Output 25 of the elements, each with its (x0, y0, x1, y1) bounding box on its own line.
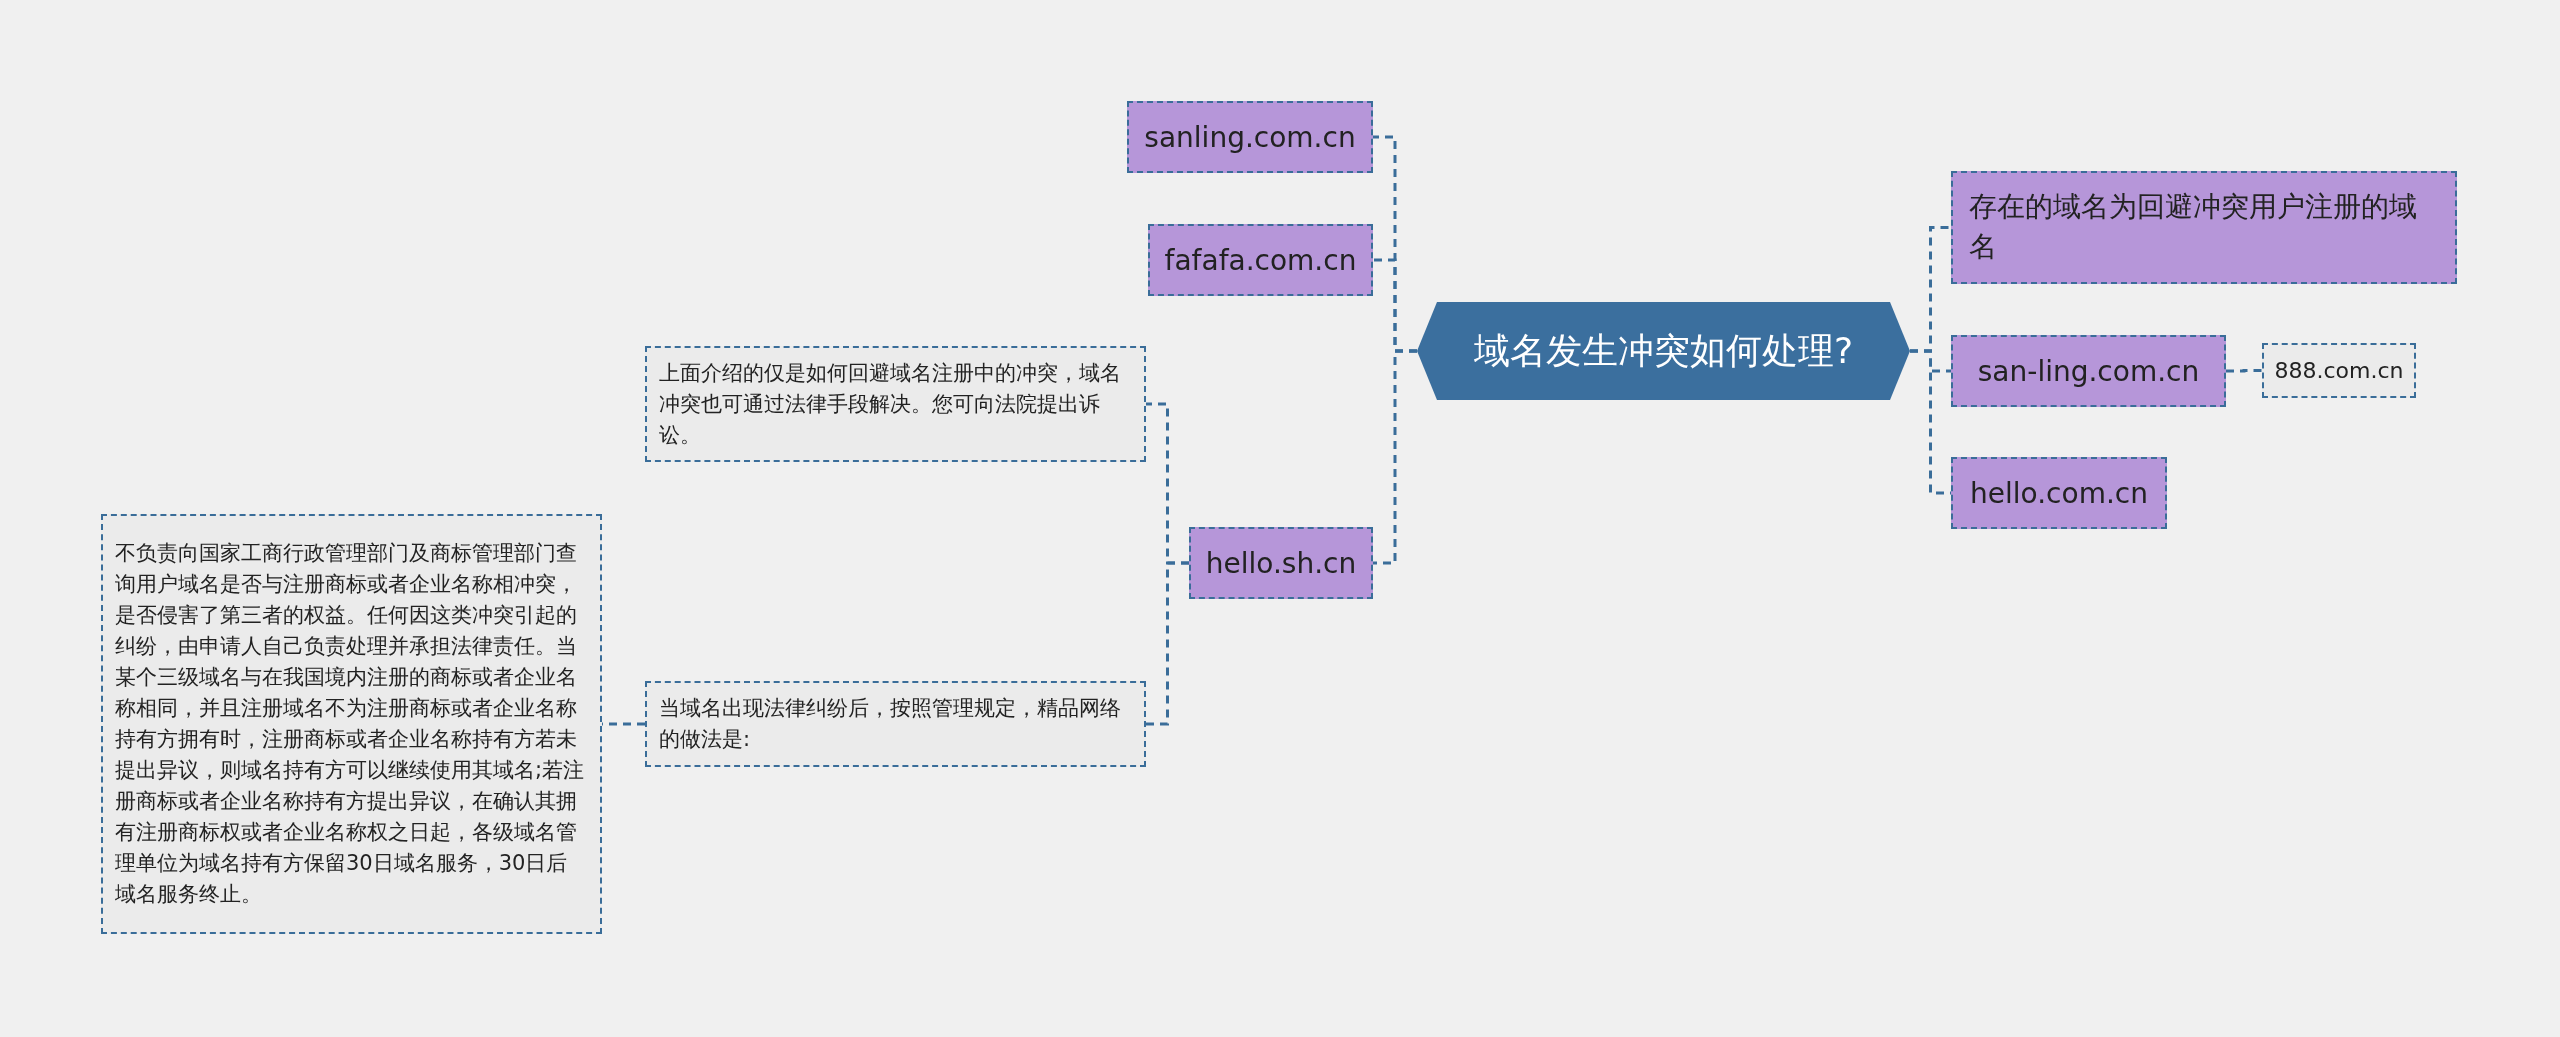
topic-box (1148, 224, 1373, 296)
topic-text: hello.sh.cn (1205, 546, 1357, 580)
connector-line (1373, 349, 1417, 565)
topic-text: fafafa.com.cn (1164, 243, 1357, 277)
topic-text: sanling.com.cn (1144, 120, 1356, 154)
topic-text: 上面介绍的仅是如何回避域名注册中的冲突，域名冲突也可通过法律手段解决。您可向法院提出诉讼。 (659, 359, 1122, 449)
connector-line (2226, 369, 2262, 373)
topic-hexagon (1417, 302, 1910, 400)
topic-text: 不负责向国家工商行政管理部门及商标管理部门查询用户域名是否与注册商标或者企业名称相冲突，是否侵害了第三者的权益。任何因这类冲突引起的纠纷，由申请人自己负责处理并承担法律责任。当某个三级域名与在我国境内注册的商标或者企业名称相同，并且注册域名不为注册商标或者企业名称持有方拥有时，注册商标或者企业名称持有方若未提出异议，则域名持有方可以继续使用其域名;若注册商标或者企业名称持有方提出异议，在确认其拥有注册商标权或者企业名称权之日起，各级域名管理单位为域名持有方保留30日域名服务，30日后域名服务终止。 (115, 540, 586, 908)
topic-box (1951, 457, 2167, 529)
topic-text: 当域名出现法律纠纷后，按照管理规定，精品网络的做法是: (659, 695, 1122, 753)
connector-line (1146, 561, 1189, 726)
note-box (645, 681, 1146, 767)
topic-box (1951, 171, 2457, 284)
topic-box (1951, 335, 2226, 407)
topic-text: hello.com.cn (1970, 476, 2148, 510)
topic-text: 888.com.cn (2274, 357, 2404, 385)
note-box (101, 514, 602, 934)
topic-text: 存在的域名为回避冲突用户注册的域名 (1969, 189, 2418, 265)
topic-box (1189, 527, 1373, 599)
topic-box (1127, 101, 1373, 173)
note-box (645, 346, 1146, 462)
topic-text: san-ling.com.cn (1977, 354, 2200, 388)
topic-text: 域名发生冲突如何处理? (1473, 328, 1854, 373)
note-box (2262, 343, 2416, 398)
